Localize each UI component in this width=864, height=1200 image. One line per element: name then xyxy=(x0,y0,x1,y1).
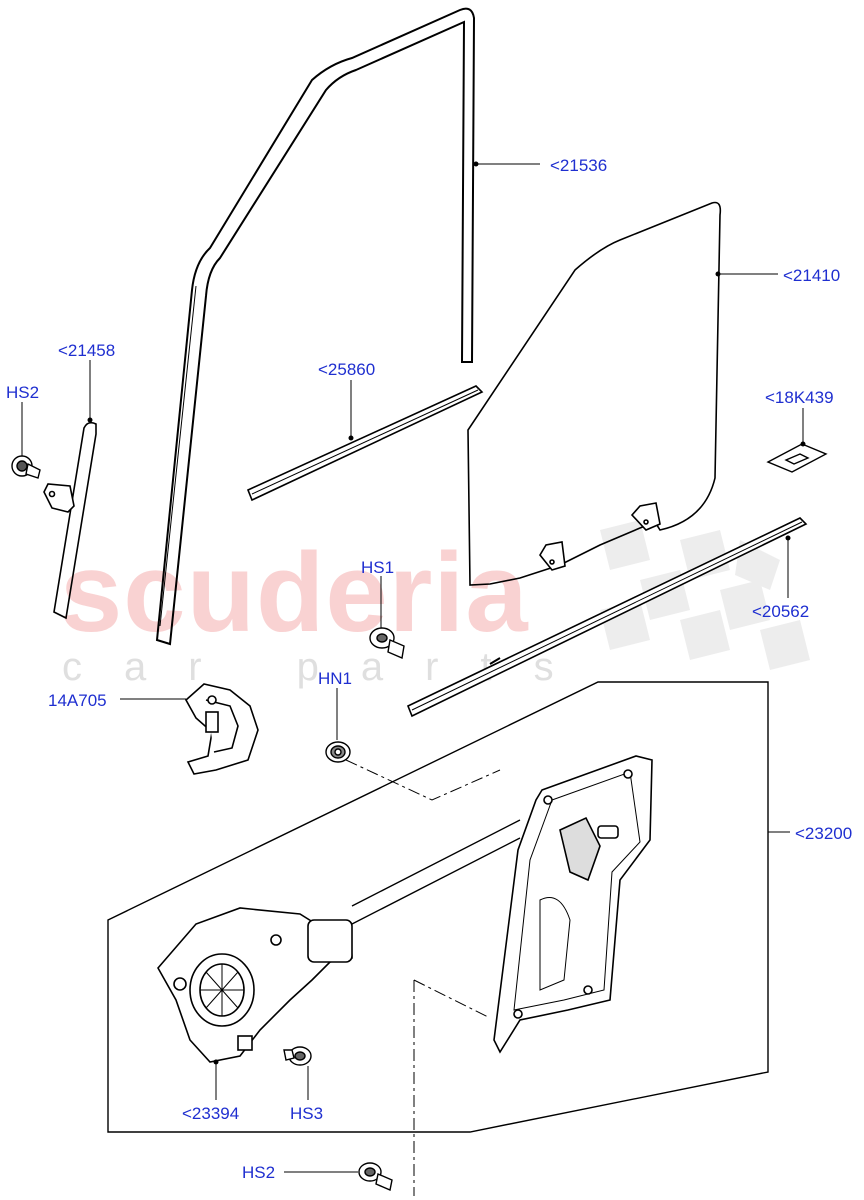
part-inner-belt-seal[interactable] xyxy=(246,385,484,502)
label-18k439: <18K439 xyxy=(765,388,834,407)
watermark-checker xyxy=(600,520,810,670)
part-bolt-hs3[interactable] xyxy=(283,1046,312,1066)
part-screw-hs2-bottom[interactable] xyxy=(358,1162,393,1191)
part-pad[interactable] xyxy=(766,443,828,473)
part-outer-belt-seal[interactable] xyxy=(406,517,808,718)
part-glass-run-seal[interactable] xyxy=(155,7,476,646)
label-14a705: 14A705 xyxy=(48,691,107,710)
part-rear-channel[interactable] xyxy=(43,421,97,620)
label-25860: <25860 xyxy=(318,360,376,379)
part-nut-hn1[interactable] xyxy=(325,741,351,763)
part-door-glass[interactable] xyxy=(467,201,722,586)
part-window-motor[interactable] xyxy=(157,907,353,1063)
label-hs3: HS3 xyxy=(290,1104,324,1123)
part-bracket[interactable] xyxy=(184,683,259,775)
part-window-regulator[interactable] xyxy=(493,755,653,1054)
part-bolt-hs1[interactable] xyxy=(369,627,405,659)
label-21410: <21410 xyxy=(783,266,841,285)
assembly-frame xyxy=(107,681,769,1133)
label-23394: <23394 xyxy=(182,1104,240,1123)
label-21536: <21536 xyxy=(550,156,608,175)
alignment-lines xyxy=(345,759,501,1196)
label-hn1: HN1 xyxy=(318,669,353,688)
label-hs1: HS1 xyxy=(361,558,395,577)
part-screw-hs2-top[interactable] xyxy=(11,455,41,479)
motor-connect-lines xyxy=(351,819,521,925)
label-21458: <21458 xyxy=(58,341,116,360)
label-23200: <23200 xyxy=(795,824,853,843)
label-hs2-bottom: HS2 xyxy=(242,1163,276,1182)
label-hs2-top: HS2 xyxy=(6,383,40,402)
watermark-brand: scuderia xyxy=(60,530,529,655)
label-20562: <20562 xyxy=(752,602,810,621)
